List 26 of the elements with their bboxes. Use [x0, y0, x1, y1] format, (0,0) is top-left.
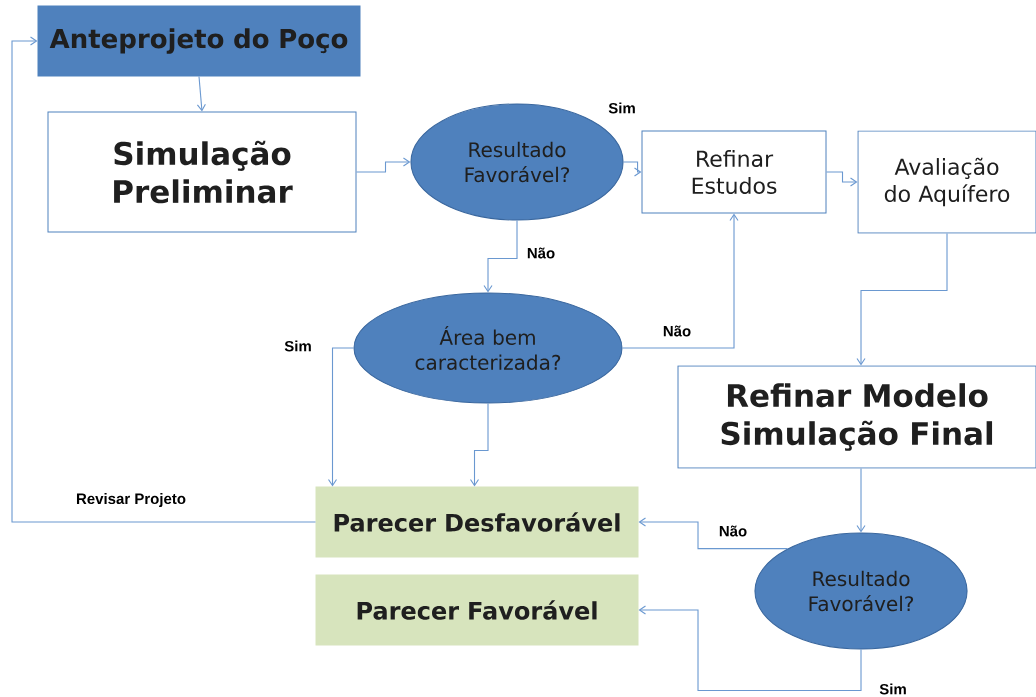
arrow: [483, 219, 518, 293]
process-box: Refinar Estudos: [641, 130, 827, 214]
result-box: Parecer Desfavorável: [315, 486, 639, 558]
process-box: Avaliação do Aquífero: [857, 130, 1036, 234]
title-box: Anteprojeto do Poço: [37, 5, 361, 77]
edge-label: Revisar Projeto: [75, 492, 188, 508]
process-box: Simulação Preliminar: [47, 111, 357, 233]
edge-label: Sim: [878, 682, 908, 696]
result-box: Parecer Favorável: [315, 574, 639, 646]
arrow: [638, 605, 862, 692]
arrow: [856, 232, 948, 366]
arrow: [11, 36, 317, 523]
edge-label: Não: [717, 524, 749, 538]
arrow: [327, 347, 355, 487]
process-box: Refinar Modelo Simulação Final: [677, 365, 1036, 469]
edge-label: Não: [661, 324, 693, 338]
arrow: [638, 517, 789, 550]
arrow: [623, 161, 642, 177]
arrow: [355, 157, 411, 173]
arrow: [621, 213, 739, 349]
arrow: [469, 402, 489, 487]
edge-label: Não: [525, 246, 557, 260]
arrow: [196, 75, 206, 112]
arrow: [825, 171, 858, 187]
arrow: [856, 467, 866, 533]
edge-label: Sim: [283, 339, 313, 353]
